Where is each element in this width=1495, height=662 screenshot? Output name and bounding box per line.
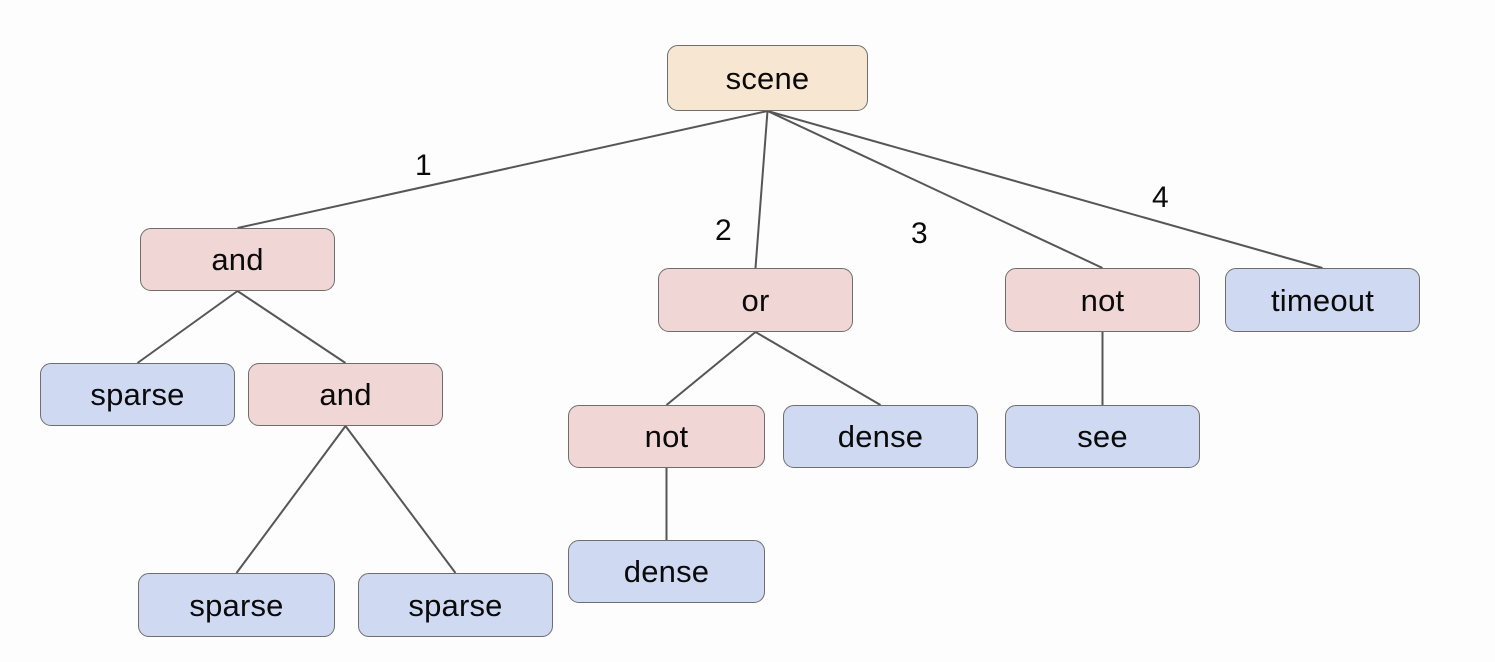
tree-node-label: sparse — [90, 377, 185, 412]
tree-edge-scene-to-not1 — [767, 110, 1103, 269]
tree-edge-scene-to-or1 — [754, 110, 769, 269]
tree-node-label: and — [319, 377, 372, 412]
tree-node-see1[interactable]: see — [1005, 405, 1200, 468]
tree-node-not2[interactable]: not — [568, 405, 765, 468]
tree-node-label: sparse — [408, 587, 503, 623]
tree-node-label: dense — [623, 554, 710, 589]
tree-node-and1[interactable]: and — [140, 228, 335, 291]
tree-edge-scene-to-and1 — [237, 110, 768, 229]
tree-node-not1[interactable]: not — [1005, 268, 1200, 332]
tree-edge-and1-to-sparse1 — [136, 290, 239, 364]
tree-node-dense2[interactable]: dense — [568, 540, 765, 603]
tree-edge-or1-to-dense1 — [754, 331, 882, 406]
edge-label-1: 1 — [415, 149, 432, 182]
tree-node-and2[interactable]: and — [248, 363, 443, 426]
tree-edge-and1-to-and2 — [236, 290, 347, 364]
tree-edge-scene-to-timeout1 — [767, 110, 1323, 269]
tree-node-timeout1[interactable]: timeout — [1225, 268, 1420, 332]
tree-edge-and2-to-sparse2 — [235, 425, 347, 574]
tree-node-label: sparse — [189, 587, 284, 623]
tree-node-label: or — [741, 282, 770, 318]
tree-node-sparse2[interactable]: sparse — [138, 573, 335, 637]
tree-node-label: and — [211, 242, 264, 277]
tree-node-or1[interactable]: or — [658, 268, 853, 332]
edge-label-3: 3 — [911, 217, 928, 250]
edge-label-2: 2 — [715, 214, 732, 247]
tree-node-label: scene — [725, 60, 810, 96]
tree-node-scene[interactable]: scene — [667, 45, 868, 111]
tree-node-sparse1[interactable]: sparse — [40, 363, 235, 426]
tree-edge-and2-to-sparse3 — [344, 425, 457, 574]
tree-node-label: dense — [837, 419, 924, 454]
tree-node-label: see — [1077, 419, 1128, 454]
tree-node-label: not — [644, 419, 689, 454]
tree-node-label: timeout — [1270, 282, 1375, 318]
tree-node-label: not — [1080, 282, 1125, 318]
tree-edge-or1-to-not2 — [665, 331, 757, 406]
tree-node-sparse3[interactable]: sparse — [358, 573, 553, 637]
edge-label-4: 4 — [1152, 181, 1169, 214]
tree-node-dense1[interactable]: dense — [783, 405, 978, 468]
